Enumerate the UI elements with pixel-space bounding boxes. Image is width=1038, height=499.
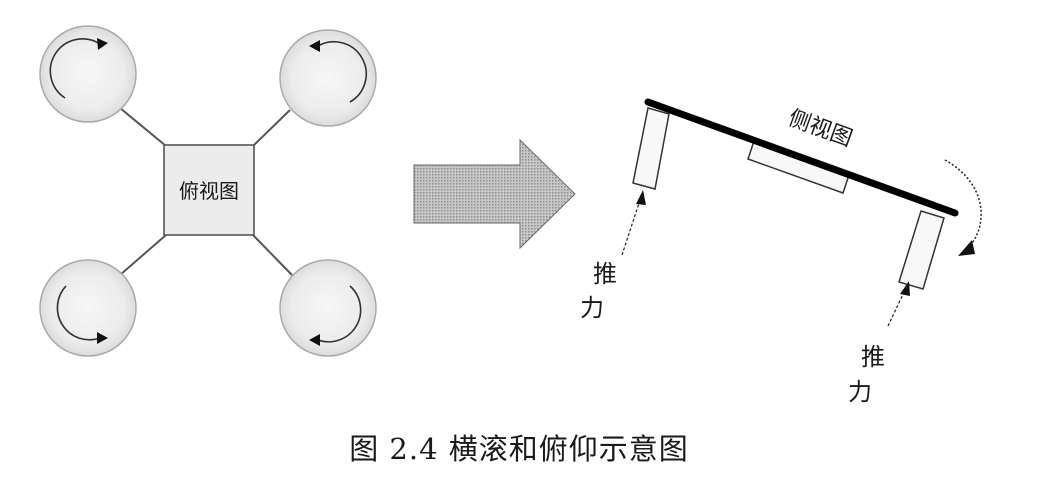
rotation-arrow-icon [309,334,320,346]
roll-rotation-arrow-icon [958,240,975,256]
thrust-label-left-2: 力 [580,294,604,322]
rotor-top-right [279,29,377,127]
roll-rotation-path [944,159,982,251]
figure-caption: 图 2.4 横滚和俯仰示意图 [349,432,689,466]
rotation-arrow-icon [97,38,108,50]
motor-right [898,210,945,290]
top-view-label: 俯视图 [179,179,239,203]
thrust-line-left [621,199,641,256]
thrust-arrow-right-icon [900,281,910,296]
rotor-bottom-left [39,259,137,357]
thrust-line-right [887,289,906,327]
rotor-top-left [39,25,137,123]
motor-left [632,107,670,190]
side-view-diagram: 侧视图 推 力 推 力 [580,98,982,406]
rotation-arrow-icon [97,332,108,344]
thrust-arrow-left-icon [636,190,646,205]
quadcopter-body [163,144,255,236]
arm-top-left [119,107,167,147]
side-view-label: 侧视图 [785,106,856,152]
side-frame-bar [644,98,959,217]
arm-top-right [252,109,291,147]
rotation-arrow-icon [309,40,320,52]
top-view-diagram: 俯视图 [39,25,377,357]
transition-arrow-icon [413,138,576,250]
rotor-bottom-right [279,259,377,357]
arm-bottom-left [119,234,167,276]
thrust-label-right-2: 力 [848,378,872,406]
thrust-label-left-1: 推 [593,260,617,288]
arm-bottom-right [252,234,293,276]
thrust-label-right-1: 推 [861,343,885,371]
